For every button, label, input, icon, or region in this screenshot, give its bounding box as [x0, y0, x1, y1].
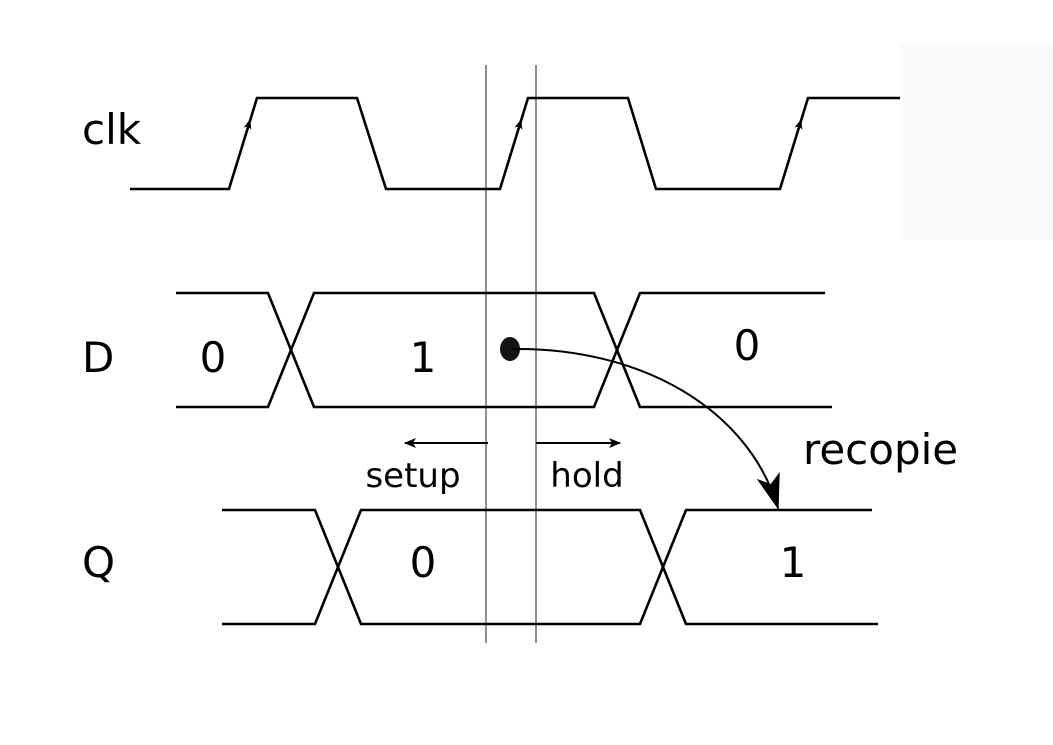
clk-rising-edge-arrow-1	[235, 119, 252, 168]
q-waveform-upper	[222, 508, 872, 626]
setup-label: setup	[365, 456, 460, 496]
d-label: D	[82, 333, 114, 382]
q-waveform-lower	[222, 508, 878, 626]
hold-label: hold	[550, 456, 623, 496]
clk-waveform	[130, 96, 900, 191]
q-value-2: 1	[780, 538, 807, 587]
d-value-3: 0	[734, 321, 761, 370]
clk-rising-edge-arrow-3	[786, 119, 803, 168]
clk-rising-edge-arrow-2	[506, 119, 523, 168]
copy-label: recopie	[803, 425, 958, 474]
background-panel	[900, 45, 1053, 240]
d-waveform-upper	[176, 291, 825, 409]
d-waveform-lower	[176, 291, 832, 409]
d-value-1: 0	[200, 333, 227, 382]
q-value-1: 0	[410, 538, 437, 587]
copy-arrow	[511, 347, 780, 510]
d-value-2: 1	[410, 333, 437, 382]
q-label: Q	[82, 538, 115, 587]
clk-label: clk	[82, 105, 142, 154]
sample-point-dot	[500, 337, 520, 361]
